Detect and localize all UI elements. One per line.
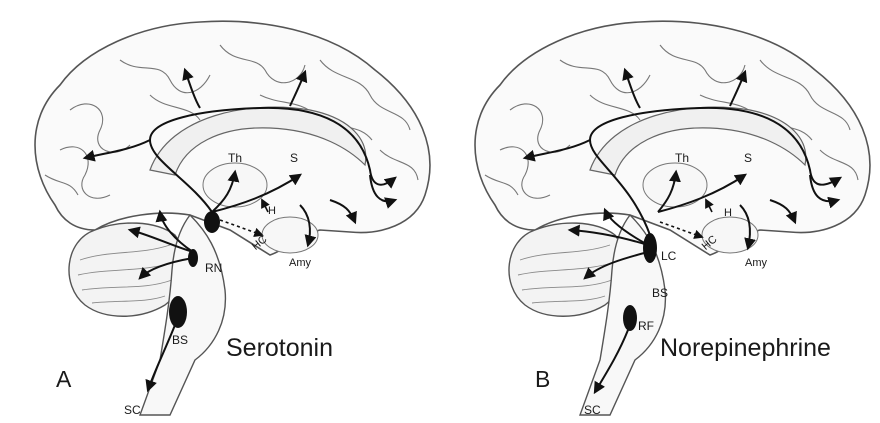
label-rf: RF bbox=[638, 320, 654, 332]
panel-letter: A bbox=[56, 368, 71, 391]
reticular-formation bbox=[623, 305, 637, 331]
label-th: Th bbox=[675, 152, 689, 164]
label-sc: SC bbox=[124, 404, 141, 416]
label-th: Th bbox=[228, 152, 242, 164]
label-rn: RN bbox=[205, 262, 222, 274]
label-bs: BS bbox=[172, 334, 188, 346]
label-h: H bbox=[724, 208, 732, 219]
label-amy: Amy bbox=[745, 258, 767, 269]
label-bs: BS bbox=[652, 287, 668, 299]
panel-title: Serotonin bbox=[226, 336, 333, 361]
thalamus bbox=[203, 163, 267, 207]
panel-title: Norepinephrine bbox=[660, 336, 831, 361]
label-sc: SC bbox=[584, 404, 601, 416]
locus-coeruleus bbox=[643, 233, 657, 263]
raphe-nucleus-lower bbox=[169, 296, 187, 328]
label-s: S bbox=[290, 152, 298, 164]
label-s: S bbox=[744, 152, 752, 164]
panel-serotonin: Th S H HC Amy RN BS SC Serotonin A bbox=[0, 0, 440, 423]
label-amy: Amy bbox=[289, 258, 311, 269]
panel-norepinephrine: Th S H HC Amy LC BS RF SC Norepinephrine… bbox=[440, 0, 880, 423]
label-h: H bbox=[268, 206, 276, 217]
brain-diagram-serotonin bbox=[0, 0, 440, 423]
label-lc: LC bbox=[661, 250, 676, 262]
panel-letter: B bbox=[535, 368, 550, 391]
raphe-nucleus-upper bbox=[204, 211, 220, 233]
